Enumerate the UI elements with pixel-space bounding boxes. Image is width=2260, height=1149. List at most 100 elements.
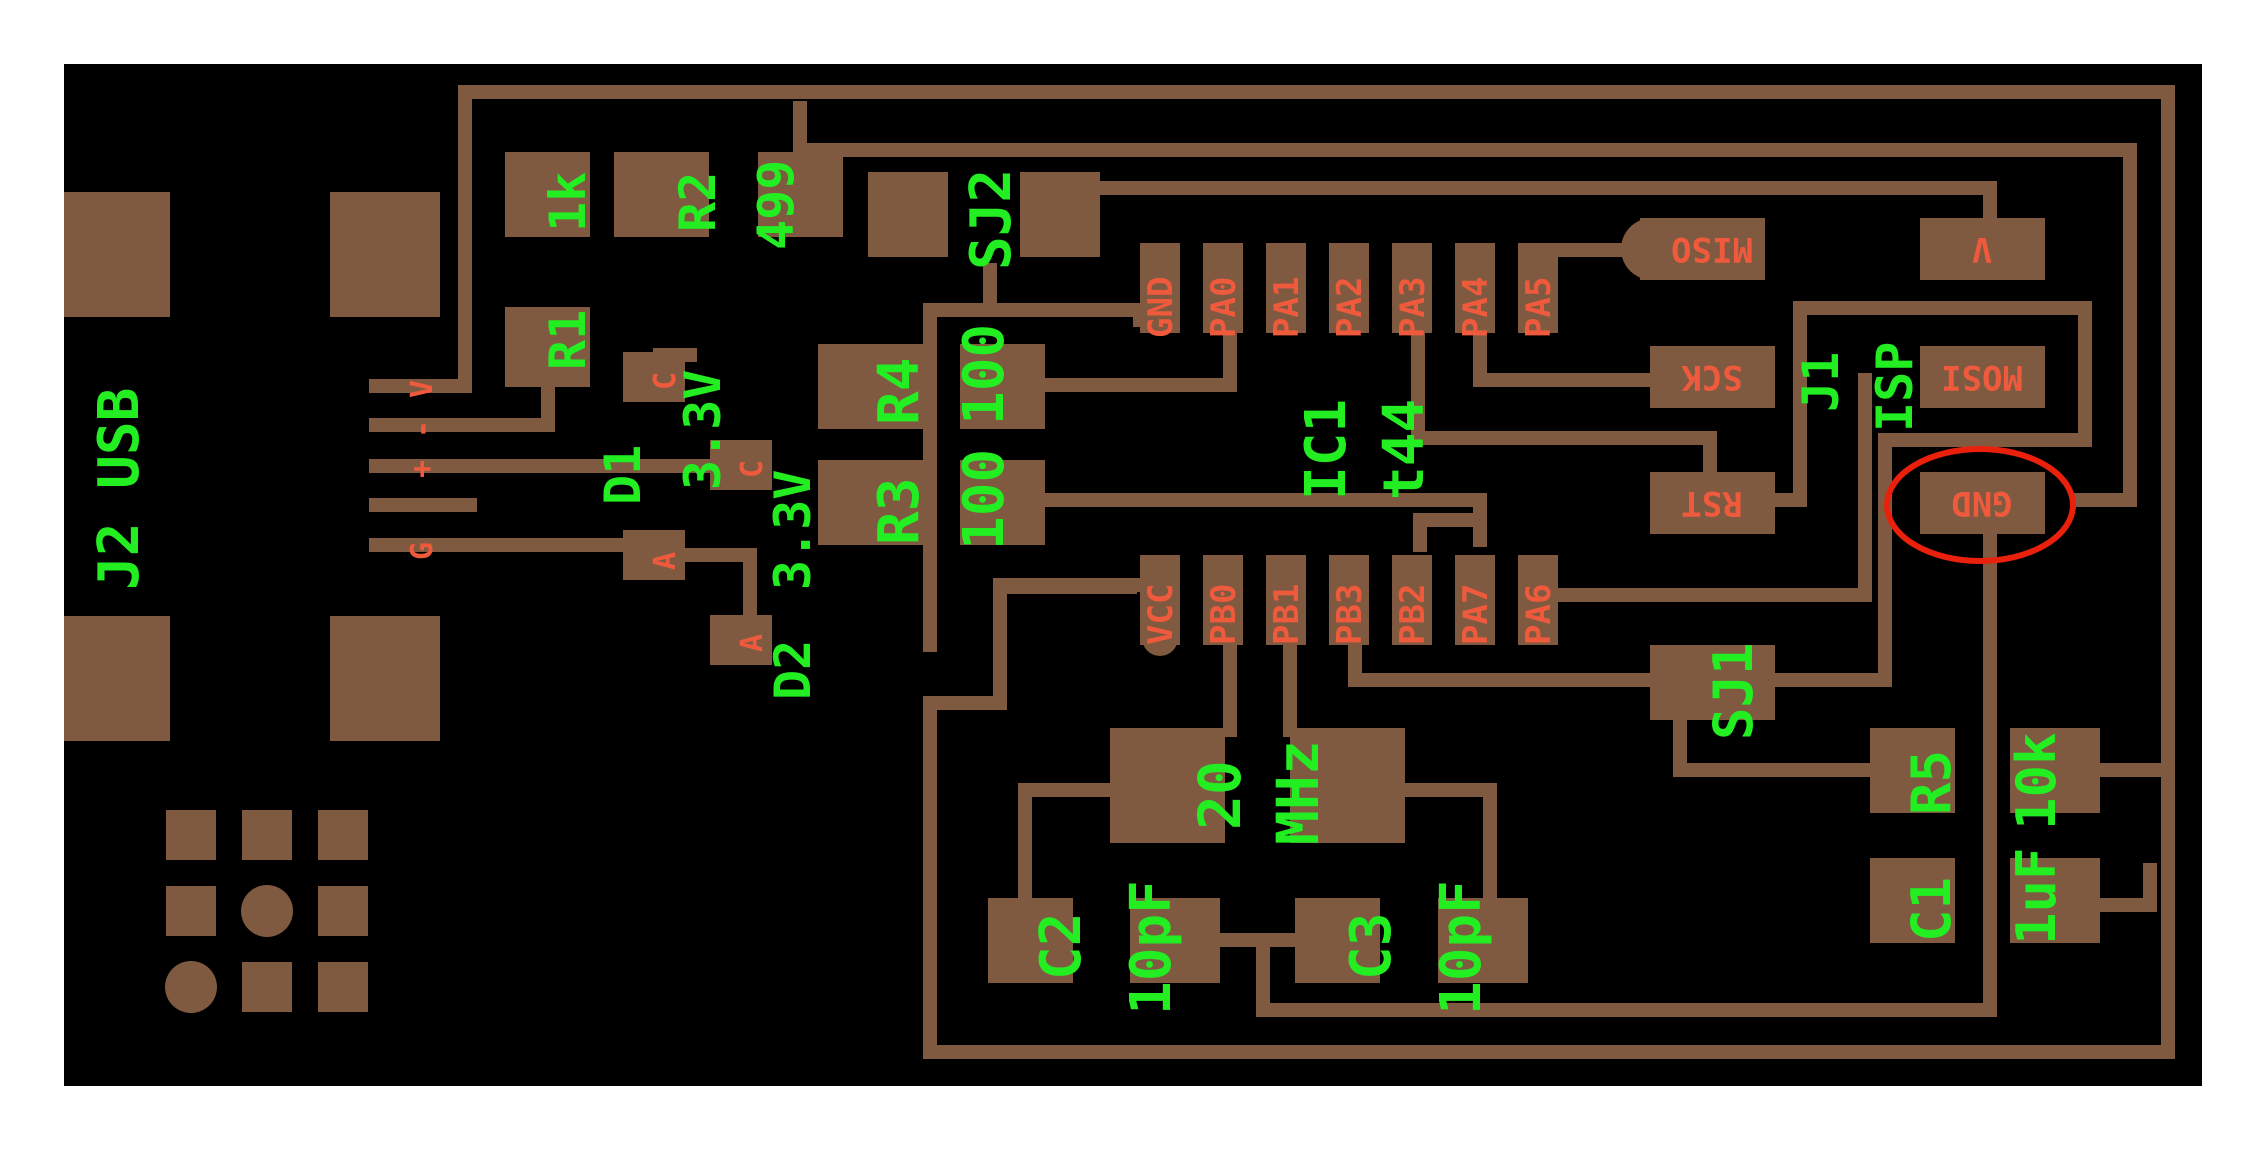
- ic1-pin-label: PA6: [1519, 584, 1559, 645]
- r4-pad: [818, 344, 923, 429]
- usb-pin-label-v: V: [405, 380, 440, 398]
- r4-value: 100: [952, 324, 1017, 425]
- isp-v-label: V: [1972, 229, 1992, 269]
- d2-cathode-pad: [710, 440, 772, 490]
- r5-ref: R5: [1900, 750, 1963, 815]
- r3-ref: R3: [867, 478, 932, 545]
- usb-finger-id: [372, 498, 472, 512]
- isp-sck-label: SCK: [1681, 357, 1743, 397]
- r2-pad: [758, 152, 843, 237]
- c2-pad: [1130, 898, 1220, 983]
- r5-pad: [1870, 728, 1955, 813]
- ic1-pin-pad: [1518, 555, 1558, 645]
- r1-value: 1k: [539, 172, 597, 232]
- grid-pad-round: [165, 961, 217, 1013]
- usb-pin-labels: V - + G: [405, 380, 440, 560]
- ic1-pin-label: PB1: [1267, 584, 1307, 645]
- ic1-bottom-pin-labels: VCC PB0 PB1 PB3 PB2 PA7 PA6: [1141, 584, 1559, 645]
- d1-anode-pad: [623, 530, 685, 580]
- isp-rst-pad: [1650, 472, 1775, 534]
- isp-mosi-label: MOSI: [1941, 357, 2023, 397]
- ic1-ref: IC1: [1294, 399, 1359, 500]
- r2-value: 499: [747, 160, 805, 250]
- copper-traces: [369, 85, 2175, 1059]
- grid-pad: [166, 886, 216, 936]
- d1-anode-label: A: [648, 552, 683, 570]
- crystal-pad: [1290, 728, 1405, 843]
- grid-pad: [242, 962, 292, 1012]
- c1-ref: C1: [1900, 877, 1963, 942]
- d1-ref: D1: [594, 445, 652, 505]
- j2-usb-label: J2 USB: [87, 388, 152, 590]
- ic1-pin-label: PA5: [1519, 277, 1559, 338]
- isp-gnd-label: GND: [1951, 483, 2012, 523]
- ic1-pin-label: PA2: [1330, 277, 1370, 338]
- grid-pad-round: [241, 885, 293, 937]
- r3-pad: [960, 460, 1045, 545]
- ic1-pin-label: GND: [1141, 277, 1181, 338]
- usb-pin-label-minus: -: [405, 420, 440, 438]
- usb-finger-v: [372, 379, 452, 393]
- r4-ref: R4: [867, 358, 932, 425]
- j1-ref: J1: [1792, 352, 1850, 412]
- isp-ref: ISP: [1866, 342, 1924, 432]
- ic1-pin-label: PA3: [1393, 277, 1433, 338]
- ic1-pin-pad: [1266, 555, 1306, 645]
- c3-pad: [1438, 898, 1528, 983]
- isp-gnd-pad: [1920, 472, 2045, 534]
- c1-pad: [1870, 858, 1955, 943]
- grid-pad: [166, 810, 216, 860]
- crystal-unit: MHz: [1264, 740, 1332, 845]
- c3-value: 10pF: [1429, 880, 1494, 1015]
- gnd-highlight-circle: [1884, 446, 2076, 564]
- usb-shell-pad-tr: [330, 192, 440, 317]
- ic1-pin-label: VCC: [1141, 584, 1181, 645]
- ic1-pin-label: PA1: [1267, 277, 1307, 338]
- grid-pad: [242, 810, 292, 860]
- ic1-pin-pad: [1266, 243, 1306, 333]
- r1-ref: R1: [539, 310, 597, 370]
- usb-shell-pad-tl: [64, 192, 170, 317]
- ic1-pin-label: PA7: [1456, 584, 1496, 645]
- d1-cathode-label: C: [648, 372, 683, 390]
- c3-pad: [1295, 898, 1380, 983]
- grid-pad: [318, 810, 368, 860]
- ic1-pin-pad: [1329, 243, 1369, 333]
- usb-finger-minus: [372, 418, 452, 432]
- ic1-pin-pad: [1203, 555, 1243, 645]
- r5-pad: [2010, 728, 2100, 813]
- c2-value: 10pF: [1119, 880, 1184, 1015]
- d2-value: 3.3V: [764, 470, 822, 590]
- ic1-pin-pad: [1518, 243, 1558, 333]
- d2-anode-label: A: [735, 634, 770, 652]
- d2-ref: D2: [764, 640, 822, 700]
- sj1-pad: [1650, 645, 1775, 720]
- vcc-pin-marker: [1142, 620, 1178, 656]
- c1-pad: [2010, 858, 2100, 943]
- sj2-pad: [1020, 172, 1100, 257]
- r5-value: 10k: [2005, 732, 2068, 830]
- ic1-value: t44: [1372, 399, 1437, 500]
- ic1-pin-label: PA0: [1204, 277, 1244, 338]
- r3-value: 100: [952, 449, 1017, 550]
- isp-rst-label: RST: [1681, 483, 1742, 523]
- ic1-top-pin-labels: GND PA0 PA1 PA2 PA3 PA4 PA5: [1141, 277, 1559, 338]
- grid-pad: [318, 962, 368, 1012]
- d1-cathode-pad: [623, 352, 685, 402]
- ic1-pin-label: PA4: [1456, 277, 1496, 338]
- sj1-ref: SJ1: [1702, 642, 1765, 740]
- d2-cathode-label: C: [735, 460, 770, 478]
- usb-pin-label-g: G: [405, 542, 440, 560]
- c2-ref: C2: [1029, 913, 1094, 980]
- sj2-pad: [868, 172, 948, 257]
- ic1-pin-pad: [1203, 243, 1243, 333]
- d1-value: 3.3V: [674, 370, 732, 490]
- r2-ref: R2: [669, 172, 727, 232]
- ic1-pin-pad: [1329, 555, 1369, 645]
- diode-pin-labels: C A C A: [648, 372, 770, 652]
- ic1-pin-label: PB3: [1330, 584, 1370, 645]
- silkscreen-labels: J2 USB R1 1k R2 499 SJ2 D1 3.3V 3.3V D2 …: [87, 160, 2068, 1015]
- isp-pin-labels: MISO V SCK MOSI RST GND: [1671, 229, 2023, 523]
- ic1-pin-label: PB0: [1204, 584, 1244, 645]
